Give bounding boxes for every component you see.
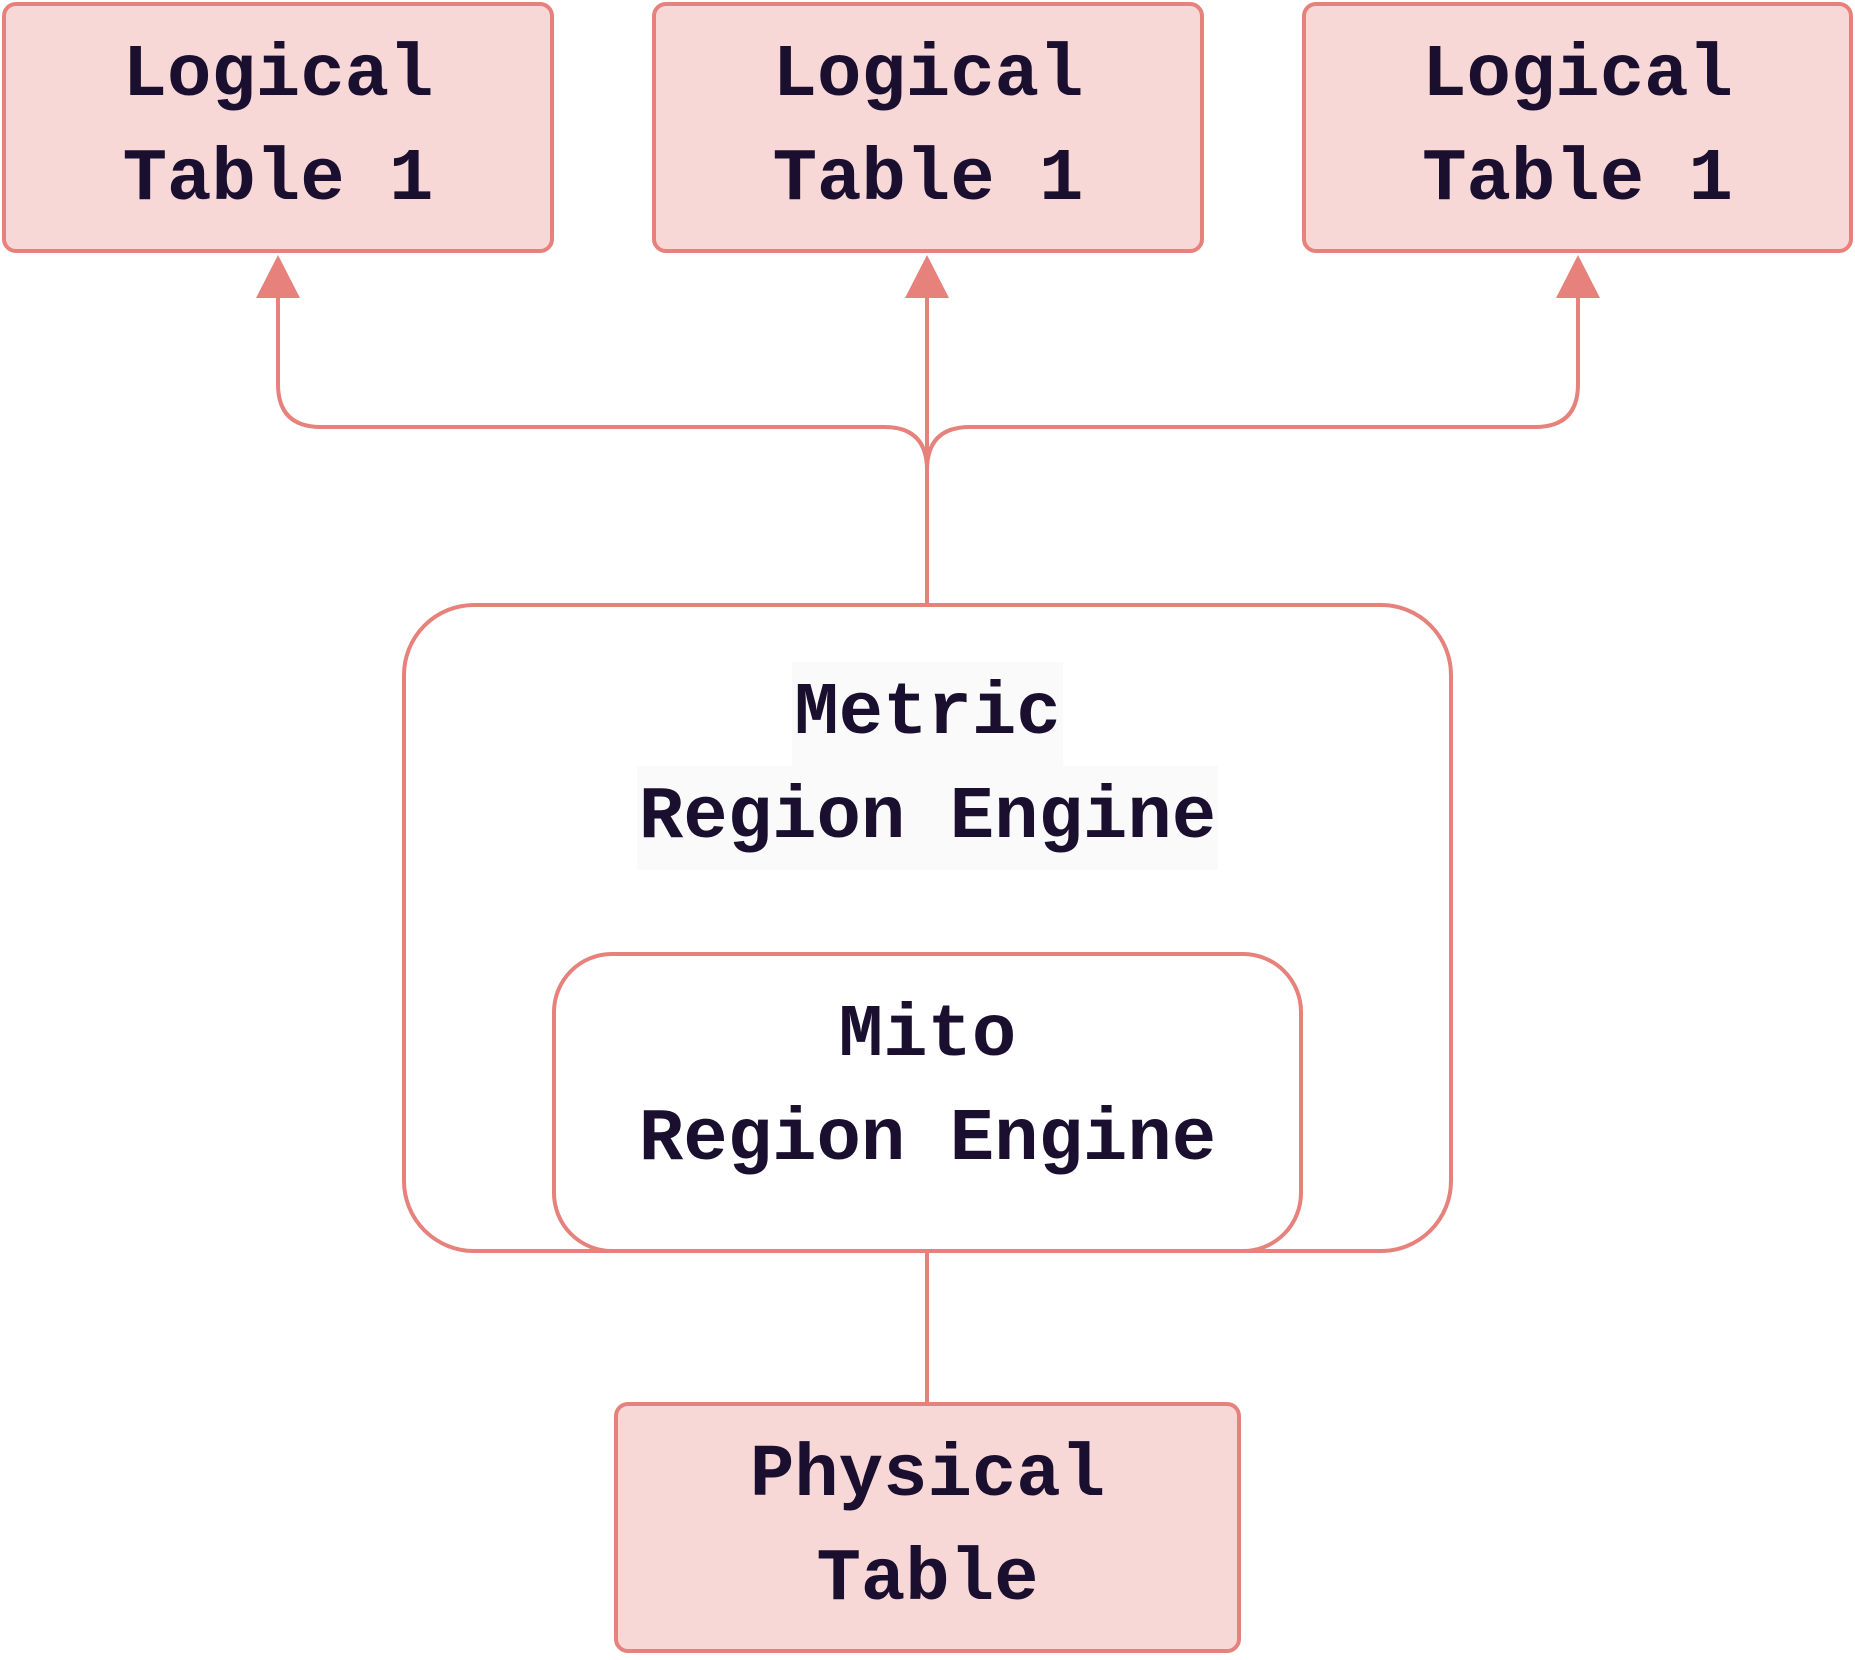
logical-table-2-line1: Logical	[772, 33, 1084, 118]
physical-table[interactable]: Physical Table	[614, 1402, 1241, 1653]
arrowhead-logical-3	[1556, 255, 1600, 298]
mito-engine-line2: Region Engine	[638, 1098, 1217, 1182]
arrowhead-logical-2	[905, 255, 949, 298]
metric-engine-line2: Region Engine	[636, 766, 1219, 870]
logical-table-3-line1: Logical	[1422, 33, 1733, 118]
metric-engine-line1: Metric	[792, 662, 1063, 766]
logical-table-2-line2: Table 1	[772, 137, 1084, 222]
mito-engine-line1: Mito	[838, 994, 1017, 1078]
logical-table-1-line2: Table 1	[122, 137, 434, 222]
logical-table-2[interactable]: Logical Table 1	[652, 2, 1204, 253]
edge-metric-to-logical-3	[925, 290, 1580, 603]
logical-table-3[interactable]: Logical Table 1	[1302, 2, 1853, 253]
logical-table-1[interactable]: Logical Table 1	[2, 2, 554, 253]
edge-metric-to-logical-1	[276, 290, 929, 603]
logical-table-3-line2: Table 1	[1422, 137, 1733, 222]
physical-table-line2: Table	[816, 1537, 1039, 1622]
arrowhead-logical-1	[256, 255, 300, 298]
logical-table-1-line1: Logical	[122, 33, 434, 118]
physical-table-line1: Physical	[749, 1433, 1106, 1518]
mito-region-engine[interactable]: Mito Region Engine	[552, 952, 1303, 1253]
